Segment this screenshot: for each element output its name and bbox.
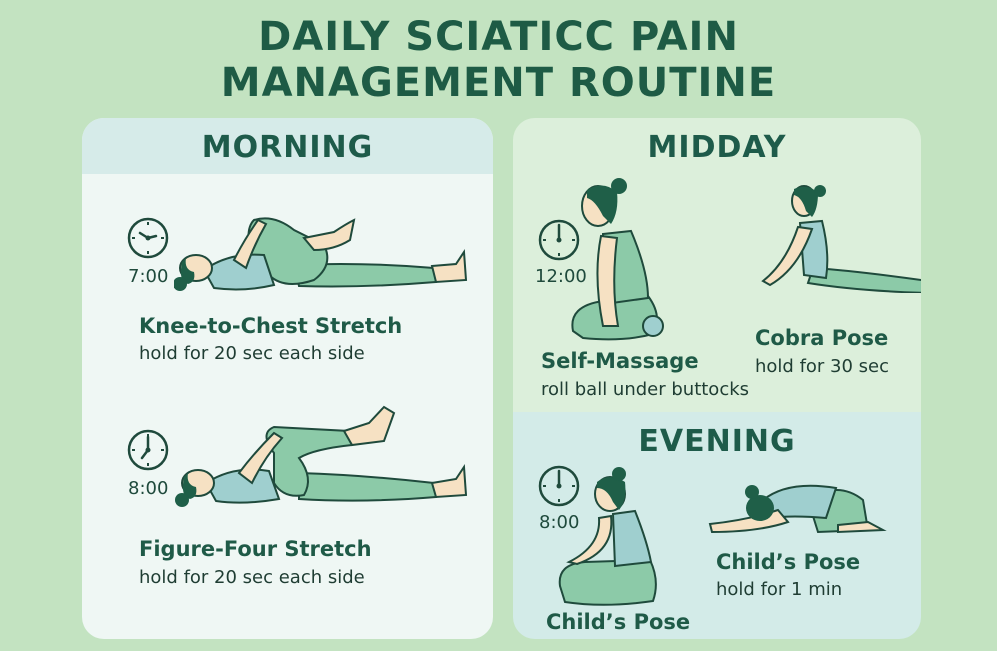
kneeling-figure-icon (558, 467, 657, 606)
midday-header: MIDDAY (647, 130, 787, 165)
knee-to-chest-figure-icon (174, 217, 468, 291)
morning-panel: MORNING 7:00 Knee-to-Chest Stretch hold … (82, 118, 493, 639)
exercise-name: Knee-to-Chest Stretch (139, 314, 403, 338)
title-line-2: MANAGEMENT ROUTINE (220, 60, 777, 106)
exercise-time: 8:00 (128, 478, 169, 499)
exercise-description: roll ball under buttocks (541, 379, 750, 400)
exercise-description: hold for 30 sec (755, 356, 890, 377)
exercise-name: Cobra Pose (755, 326, 889, 350)
midday-evening-panel: MIDDAY 12:00 Self-Massage (513, 118, 921, 639)
evening-section: EVENING 8:00 Child’s Pose Ch (513, 412, 921, 639)
figure-four-figure-icon (175, 405, 468, 507)
self-massage-figure-icon (571, 178, 664, 341)
childs-pose-figure-icon (708, 484, 887, 534)
exercise-description: hold for 20 sec each side (139, 567, 365, 588)
morning-header: MORNING (82, 118, 493, 174)
exercise-name: Child’s Pose (546, 610, 691, 634)
midday-time: 12:00 (535, 266, 587, 287)
cobra-pose-figure-icon (761, 185, 921, 293)
evening-time: 8:00 (539, 512, 580, 533)
midday-section: MIDDAY 12:00 Self-Massage (513, 118, 921, 412)
exercise-name: Figure-Four Stretch (139, 537, 372, 561)
exercise-time: 7:00 (128, 266, 169, 287)
exercise-description: hold for 1 min (716, 579, 843, 600)
title-line-1: DAILY SCIATICC PAIN (258, 14, 739, 60)
clock-icon (538, 465, 580, 507)
clock-icon (127, 217, 169, 259)
clock-icon (538, 219, 580, 261)
exercise-description: hold for 20 sec each side (139, 343, 365, 364)
exercise-name: Child’s Pose (716, 550, 861, 574)
page-title: DAILY SCIATICC PAIN MANAGEMENT ROUTINE (0, 14, 997, 106)
exercise-name: Self-Massage (541, 349, 699, 373)
clock-icon (127, 429, 169, 471)
evening-header: EVENING (638, 424, 796, 459)
